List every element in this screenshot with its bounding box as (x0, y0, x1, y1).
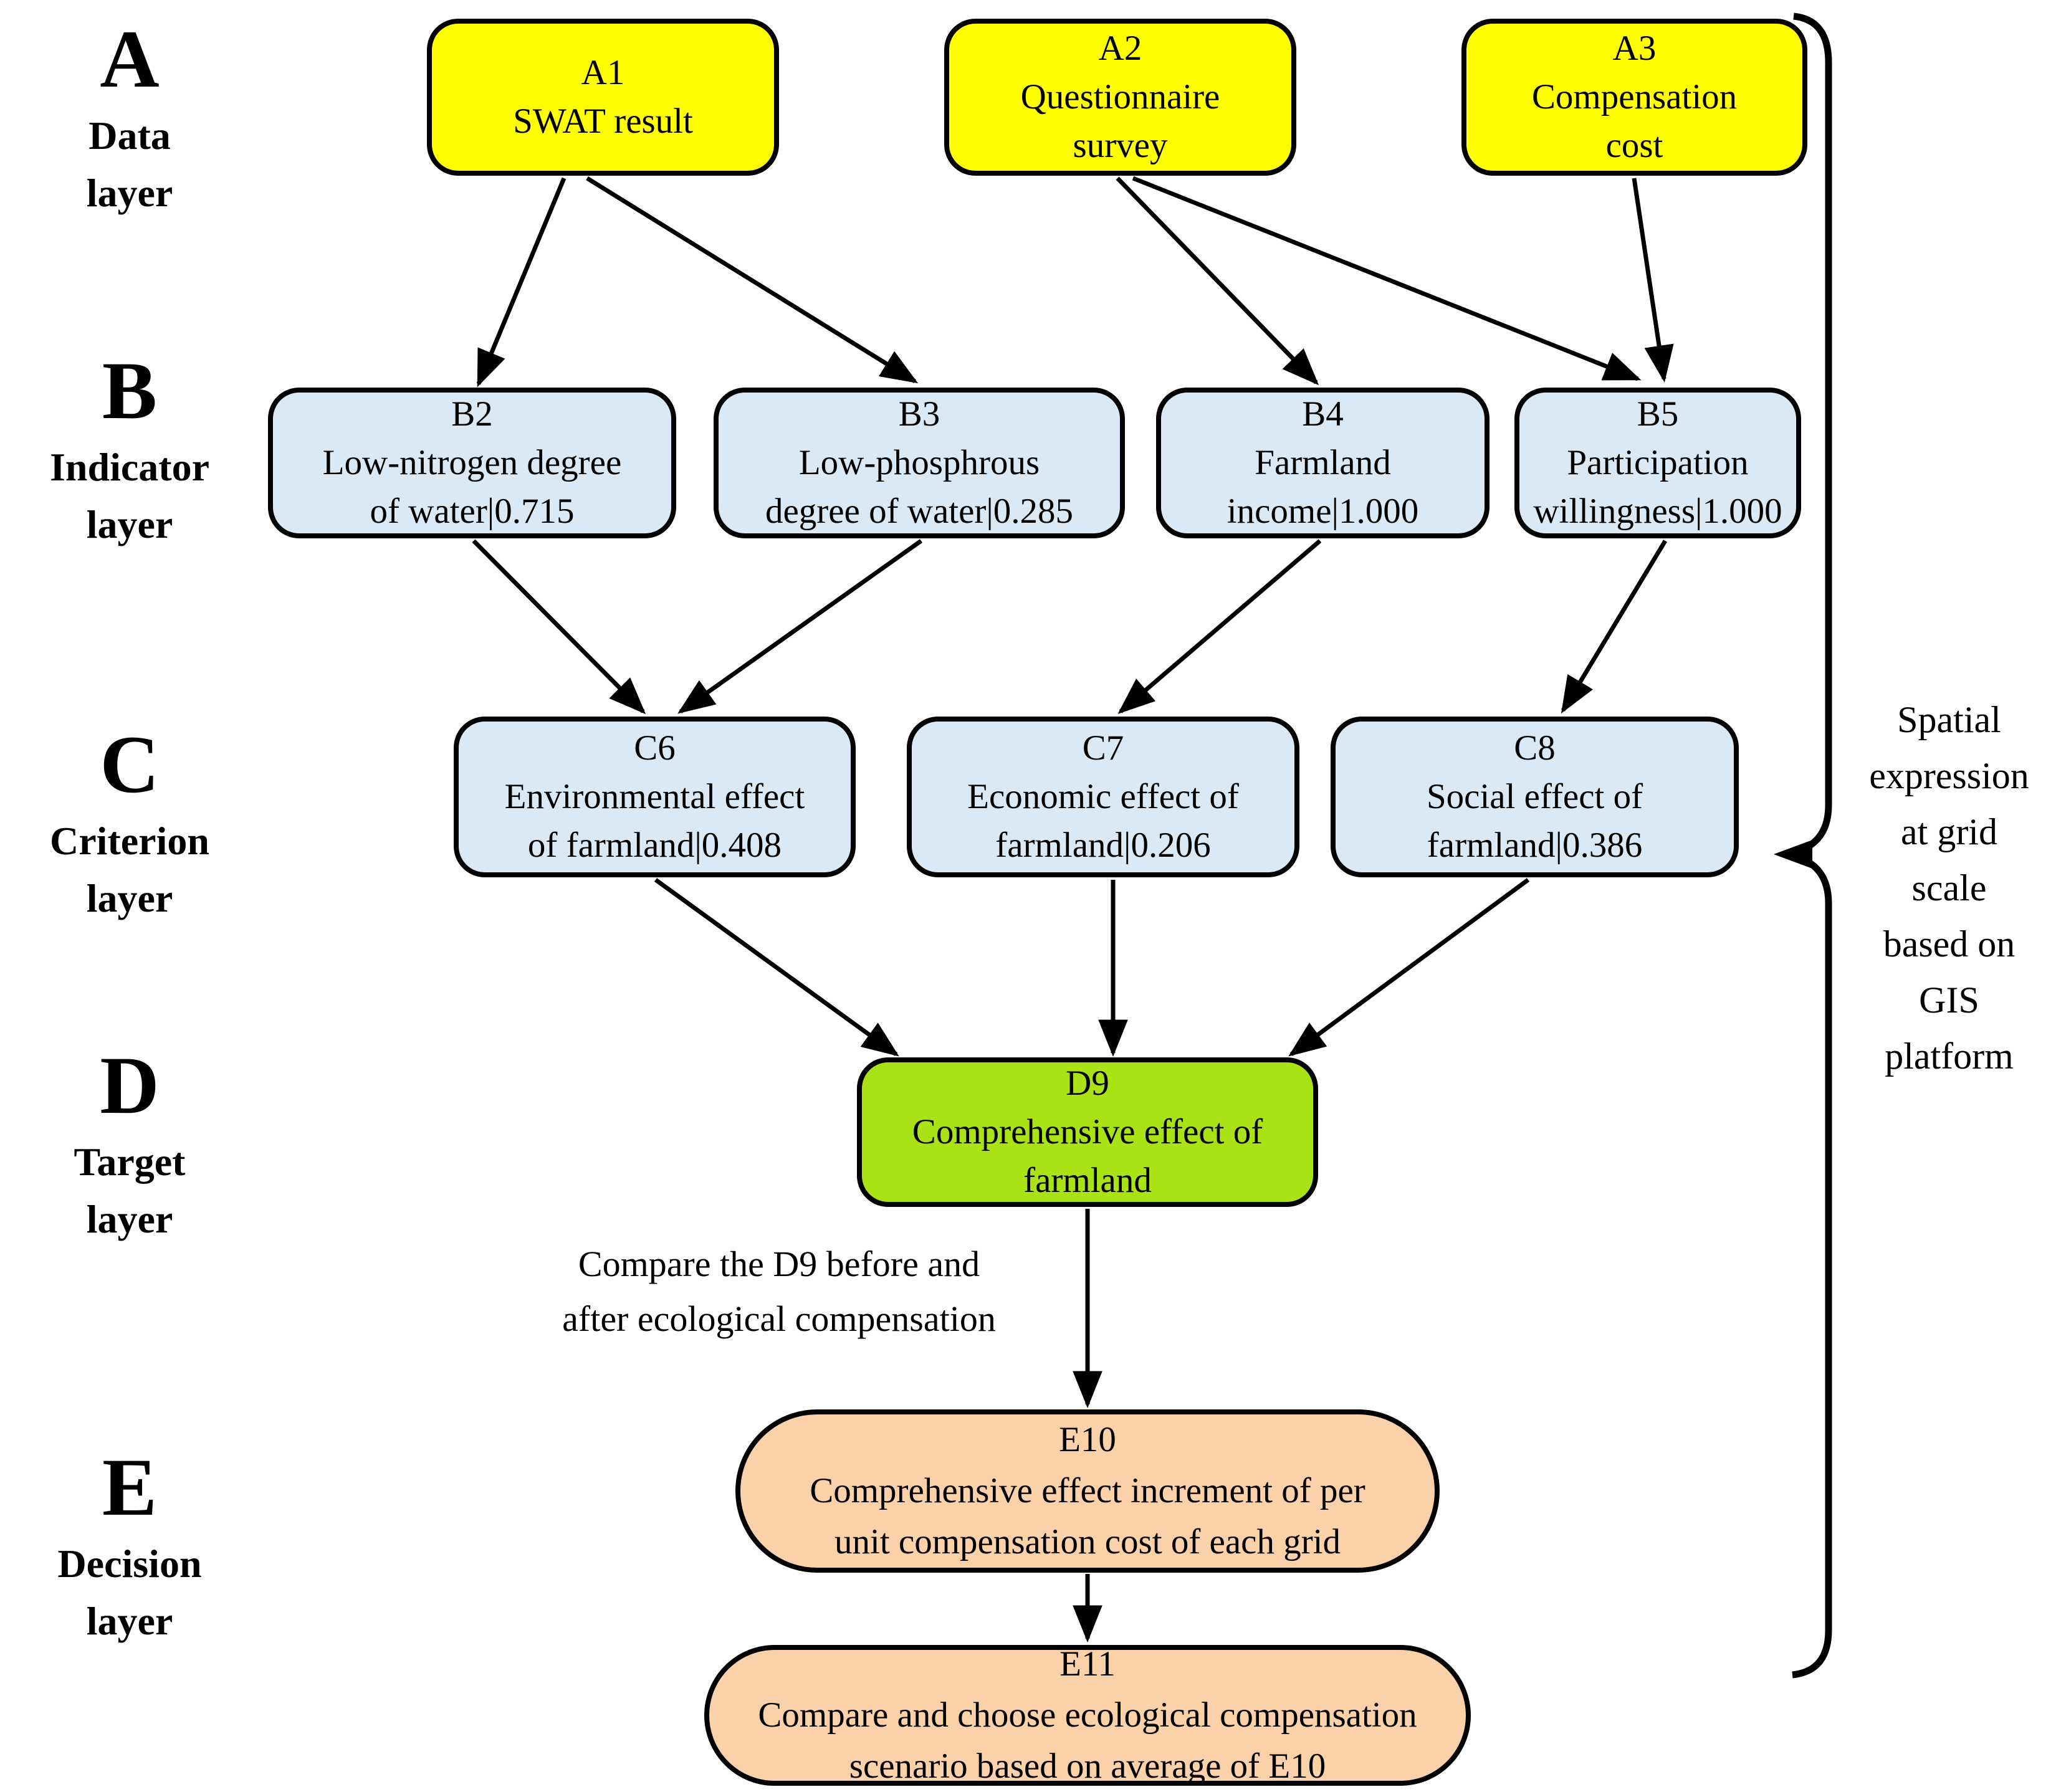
node-c8-id: C8 (1514, 728, 1556, 768)
node-a3-line2: cost (1605, 126, 1663, 165)
arrow-b2-c6 (472, 539, 646, 715)
brace-tip (1774, 840, 1812, 869)
node-b4-line1: Farmland (1255, 443, 1391, 482)
node-e10-line1: Comprehensive effect increment of per (810, 1471, 1365, 1510)
arrow-a1-b2 (476, 177, 567, 388)
node-a2-line1: Questionnaire (1020, 77, 1220, 117)
node-c7-economic-effect: C7 Economic effect of farmland|0.206 (907, 717, 1299, 877)
arrow-b5-c8 (1561, 540, 1667, 714)
layer-letter-d: D (100, 1039, 160, 1131)
node-c7-line2: farmland|0.206 (995, 826, 1211, 865)
spatial-note-line2: expression (1869, 755, 2029, 796)
layer-label-c-line2: layer (86, 876, 173, 920)
layer-letter-b: B (102, 345, 158, 436)
spatial-note-line4: scale (1911, 867, 1987, 908)
node-c8-line1: Social effect of (1426, 777, 1643, 816)
node-c6-line2: of farmland|0.408 (527, 826, 782, 865)
node-b4-id: B4 (1302, 394, 1344, 434)
arrow-a2-b4 (1116, 176, 1319, 386)
node-b5-line2: willingness|1.000 (1533, 492, 1782, 531)
node-c6-environmental-effect: C6 Environmental effect of farmland|0.40… (454, 717, 856, 877)
node-a2-questionnaire-survey: A2 Questionnaire survey (944, 19, 1296, 176)
layer-label-c-line1: Criterion (50, 819, 209, 863)
node-a1-line1: SWAT result (513, 102, 693, 141)
node-b2-line1: Low-nitrogen degree (322, 443, 622, 482)
node-a3-compensation-cost: A3 Compensation cost (1461, 19, 1807, 176)
arrow-a2-b5 (1132, 176, 1642, 381)
spatial-note-line5: based on (1883, 923, 2016, 965)
node-a2-line2: survey (1073, 126, 1168, 165)
layer-letter-c: C (100, 718, 160, 810)
arrow-c8-d9 (1288, 878, 1530, 1057)
layer-label-b: Indicator layer (0, 439, 259, 553)
spatial-note-line7: platform (1885, 1036, 2014, 1077)
node-d9-line2: farmland (1023, 1161, 1152, 1200)
node-b4-farmland-income: B4 Farmland income|1.000 (1156, 388, 1490, 538)
layer-label-a-line2: layer (86, 171, 173, 215)
node-c6-id: C6 (634, 728, 676, 768)
node-e11-choose-scenario: E11 Compare and choose ecological compen… (704, 1644, 1471, 1786)
spatial-note-line3: at grid (1901, 811, 1997, 852)
node-a2-id: A2 (1098, 29, 1142, 68)
layer-label-c: Criterion layer (0, 813, 259, 927)
node-c8-social-effect: C8 Social effect of farmland|0.386 (1331, 717, 1739, 877)
node-b5-id: B5 (1637, 394, 1679, 434)
node-b2-low-nitrogen: B2 Low-nitrogen degree of water|0.715 (268, 388, 676, 538)
layer-label-a-line1: Data (88, 113, 171, 158)
spatial-note-line6: GIS (1919, 979, 1979, 1021)
node-b2-id: B2 (451, 394, 493, 434)
node-b5-line1: Participation (1567, 443, 1749, 482)
layer-label-e-line1: Decision (57, 1542, 202, 1586)
node-d9-comprehensive-effect: D9 Comprehensive effect of farmland (857, 1057, 1318, 1207)
node-d9-line1: Comprehensive effect of (912, 1112, 1263, 1151)
node-b3-line2: degree of water|0.285 (765, 492, 1074, 531)
layer-letter-e: E (102, 1441, 158, 1533)
compare-d9-annotation-line2: after ecological compensation (562, 1299, 996, 1339)
compare-d9-annotation-line1: Compare the D9 before and (578, 1244, 980, 1284)
node-c8-line2: farmland|0.386 (1427, 826, 1643, 865)
layer-label-d-line2: layer (86, 1197, 173, 1241)
node-e10-line2: unit compensation cost of each grid (834, 1522, 1341, 1561)
arrow-c6-d9 (654, 878, 899, 1057)
layer-letter-a: A (100, 13, 160, 105)
compare-d9-annotation: Compare the D9 before and after ecologic… (486, 1237, 1072, 1346)
layer-label-d-line1: Target (74, 1140, 186, 1184)
arrow-b3-c6 (677, 539, 923, 714)
node-d9-id: D9 (1066, 1064, 1109, 1103)
node-a3-line1: Compensation (1531, 77, 1738, 117)
node-e10-id: E10 (1059, 1420, 1116, 1459)
layer-label-b-line1: Indicator (50, 445, 209, 489)
node-b3-line1: Low-phosphrous (798, 443, 1040, 482)
spatial-expression-note: Spatial expression at grid scale based o… (1842, 692, 2057, 1084)
node-b2-line2: of water|0.715 (370, 492, 575, 531)
layer-label-b-line2: layer (86, 502, 173, 546)
node-e11-id: E11 (1059, 1644, 1116, 1684)
node-a1-id: A1 (581, 53, 625, 92)
node-c6-line1: Environmental effect (504, 777, 805, 816)
arrow-a1-b3 (586, 176, 919, 384)
arrow-a3-b5 (1632, 178, 1674, 383)
node-c7-line1: Economic effect of (967, 777, 1239, 816)
node-a3-id: A3 (1612, 29, 1657, 68)
node-e11-line1: Compare and choose ecological compensati… (758, 1695, 1417, 1735)
node-b4-line2: income|1.000 (1227, 492, 1419, 531)
spatial-note-line1: Spatial (1897, 699, 2001, 740)
layer-label-a: Data layer (0, 107, 259, 222)
layer-label-e: Decision layer (0, 1535, 259, 1650)
node-b3-low-phosphrous: B3 Low-phosphrous degree of water|0.285 (714, 388, 1125, 538)
node-e11-line2: scenario based on average of E10 (849, 1747, 1326, 1786)
node-b3-id: B3 (898, 394, 940, 434)
layer-label-e-line2: layer (86, 1599, 173, 1643)
node-a1-swat-result: A1 SWAT result (427, 19, 779, 176)
node-b5-participation-willingness: B5 Participation willingness|1.000 (1514, 388, 1801, 538)
node-c7-id: C7 (1082, 728, 1124, 768)
layer-label-d: Target layer (0, 1133, 259, 1248)
arrow-b4-c7 (1117, 539, 1322, 714)
node-e10-effect-increment: E10 Comprehensive effect increment of pe… (735, 1409, 1440, 1573)
